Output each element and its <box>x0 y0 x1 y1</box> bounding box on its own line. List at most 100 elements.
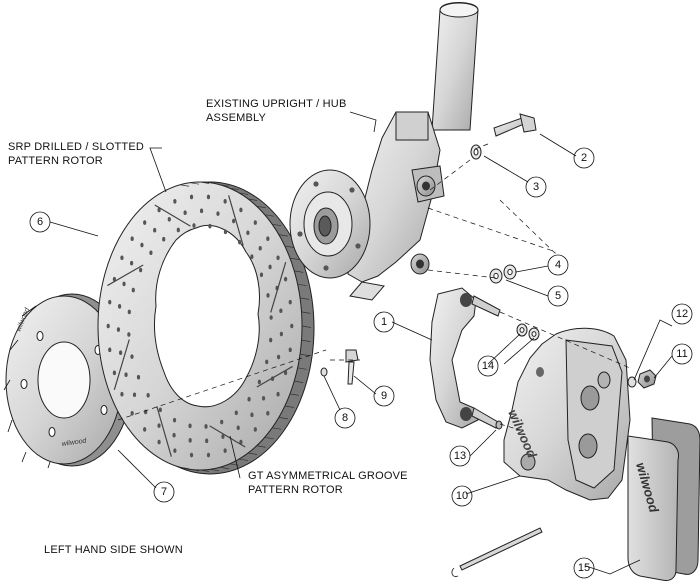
rotor-drill-hole <box>131 287 135 293</box>
svg-text:3: 3 <box>533 181 539 193</box>
rotor-drill-hole <box>117 304 122 309</box>
svg-text:5: 5 <box>555 290 561 302</box>
rotor-nut-8 <box>320 367 328 377</box>
rotor-drill-hole <box>108 299 112 305</box>
callout-7: 7 <box>153 481 175 503</box>
rotor-drill-hole <box>157 423 161 428</box>
rotor-drill-hole <box>257 379 261 385</box>
rotor-vane <box>219 466 229 470</box>
rotor-vane <box>299 297 310 300</box>
rotor-drill-hole <box>266 411 270 416</box>
rotor-drill-hole <box>223 229 228 235</box>
rotor-drill-hole <box>108 347 112 353</box>
rotor-drill-hole <box>246 230 250 236</box>
rotor-drill-hole <box>167 216 171 222</box>
rotor-drill-hole <box>238 239 242 245</box>
rotor-drill-hole <box>206 452 211 458</box>
rotor-vanes <box>180 181 312 472</box>
shims-14 <box>516 323 540 341</box>
rotor-drill-hole <box>188 423 192 429</box>
rotor-drill-hole <box>124 372 128 378</box>
rotor-vane <box>189 182 200 185</box>
rotor-vane <box>297 283 307 287</box>
rotor-slot <box>228 195 244 246</box>
rotor-slot <box>154 204 191 227</box>
rotor-vane <box>294 270 304 273</box>
rotor-drill-hole <box>205 438 209 444</box>
rotor-drill-hole <box>172 432 176 438</box>
label-side-note: LEFT HAND SIDE SHOWN <box>44 544 183 556</box>
callout-5: 5 <box>547 285 569 307</box>
hat-brand-logo-bottom: wilwood <box>61 437 88 448</box>
rotor-drill-hole <box>183 210 187 216</box>
rotor-drill-hole <box>258 245 262 251</box>
callout-13: 13 <box>449 445 471 467</box>
rotor-drill-hole <box>216 211 220 216</box>
rotor-drill-hole <box>239 439 243 445</box>
rotor-vane <box>229 187 239 191</box>
svg-text:12: 12 <box>676 308 688 320</box>
rotor-vane <box>264 436 274 440</box>
srp-rotor <box>97 181 315 475</box>
rotor-vane <box>219 184 229 187</box>
rotor-vane <box>199 469 210 472</box>
svg-text:4: 4 <box>555 259 561 271</box>
rotor-vane <box>256 205 266 209</box>
rotor-vane <box>238 458 249 461</box>
rotor-drill-hole <box>276 391 280 397</box>
rotor-vane <box>180 466 190 470</box>
rotor-drill-hole <box>129 260 134 266</box>
rotor-slot <box>113 339 130 390</box>
rotor-vane <box>278 234 288 237</box>
rotor-drill-hole <box>284 276 288 282</box>
rotor-slot <box>256 365 293 388</box>
rotor-drill-holes <box>106 194 294 458</box>
rotor-drill-hole <box>112 370 116 376</box>
leader-upright <box>349 111 377 133</box>
rotor-drill-hole <box>206 194 211 200</box>
callout-12: 12 <box>671 303 693 325</box>
callout-2: 2 <box>573 147 595 169</box>
label-gt-line2: PATTERN ROTOR <box>248 484 343 496</box>
rotor-vane <box>284 245 294 248</box>
rotor-drill-hole <box>232 218 236 224</box>
svg-text:8: 8 <box>342 412 348 424</box>
rotor-drill-hole <box>120 391 124 397</box>
rotor-vane <box>180 184 190 187</box>
rotor-drill-hole <box>269 315 273 320</box>
label-srp-line1: SRP DRILLED / SLOTTED <box>8 141 144 153</box>
rotor-drill-hole <box>239 207 243 213</box>
mount-bolt <box>493 113 537 137</box>
rotor-drill-hole <box>157 207 161 213</box>
rotor-drill-hole <box>223 448 227 453</box>
rotor-drill-hole <box>265 359 269 365</box>
svg-text:10: 10 <box>456 490 468 502</box>
rotor-drill-hole <box>158 407 162 413</box>
rotor-vane <box>289 257 300 260</box>
rotor-drill-hole <box>276 255 280 261</box>
rotor-vane <box>284 405 294 408</box>
svg-text:9: 9 <box>381 390 387 402</box>
rotor-drill-hole <box>140 242 144 248</box>
callout-4: 4 <box>547 254 569 276</box>
rotor-bolt-9 <box>345 349 359 385</box>
rotor-drill-hole <box>188 438 192 443</box>
rotor-drill-hole <box>279 308 283 314</box>
svg-text:1: 1 <box>381 316 387 328</box>
rotor-vane <box>189 468 200 472</box>
rotor-drill-hole <box>268 264 272 270</box>
rotor-vane <box>278 417 288 420</box>
rotor-slot <box>156 406 172 457</box>
rotor-slot <box>270 262 287 313</box>
rotor-drill-hole <box>162 236 166 242</box>
rotor-vane <box>301 325 312 328</box>
rotor-drill-hole <box>127 332 131 337</box>
rotor-drill-hole <box>143 220 147 225</box>
rotor-drill-hole <box>139 267 143 273</box>
callout-1: 1 <box>373 311 395 333</box>
callout-9: 9 <box>373 385 395 407</box>
rotor-slot <box>107 264 144 287</box>
svg-text:13: 13 <box>454 450 466 462</box>
rotor-drill-hole <box>143 427 147 432</box>
